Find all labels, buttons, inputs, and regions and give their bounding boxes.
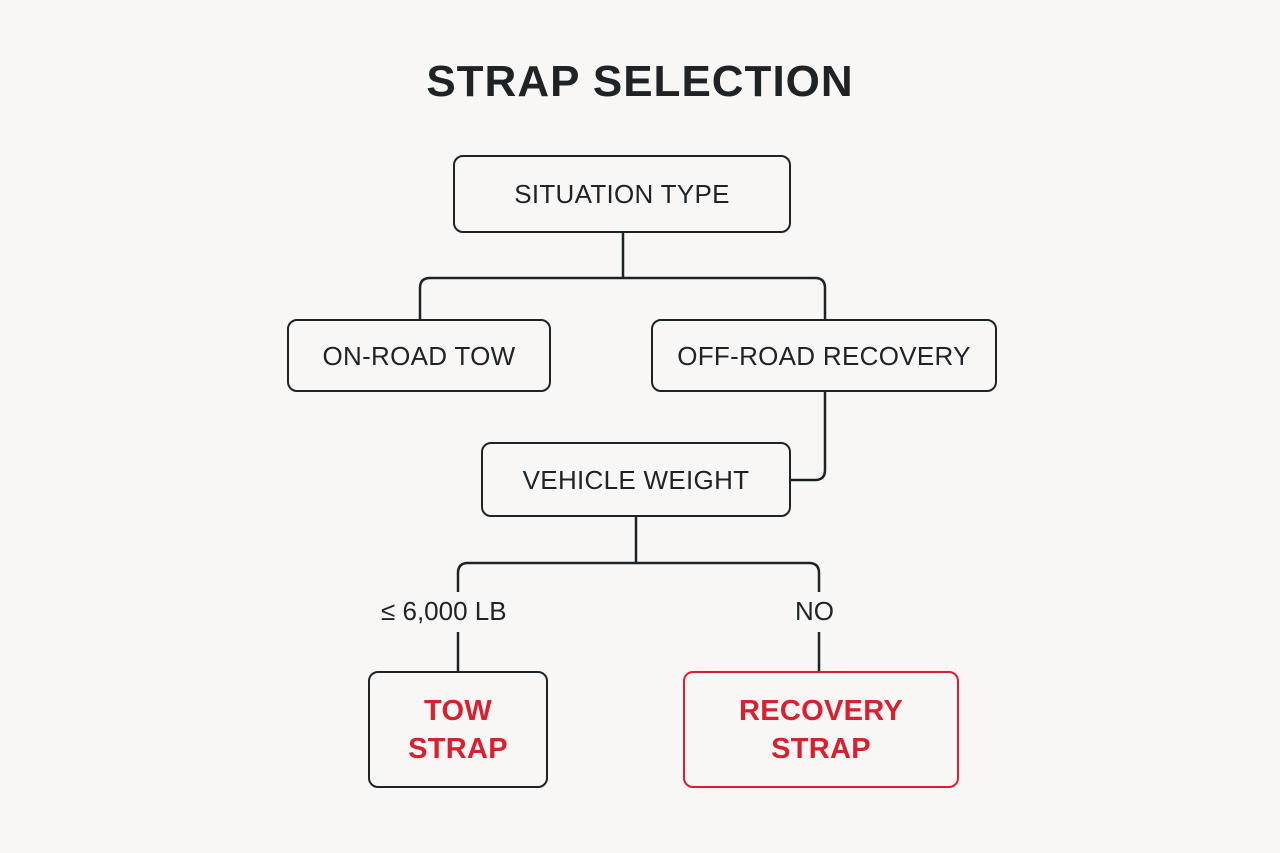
connector-situation-to-off-road (623, 276, 827, 320)
edge-label-weight-yes: ≤ 6,000 LB (381, 596, 507, 626)
node-vehicle-weight: VEHICLE WEIGHT (481, 442, 791, 517)
diagram-title: STRAP SELECTION (426, 57, 854, 106)
connector-situation-to-on-road (418, 276, 623, 320)
node-on-road-tow: ON-ROAD TOW (287, 319, 551, 392)
node-recovery-strap: RECOVERY STRAP (683, 671, 959, 788)
connector-weight-to-tow (456, 561, 636, 592)
connector-weight-to-recovery (636, 561, 821, 592)
connector-off-road-to-weight (790, 391, 827, 482)
node-situation-type: SITUATION TYPE (453, 155, 791, 233)
node-off-road-recovery: OFF-ROAD RECOVERY (651, 319, 997, 392)
edge-label-weight-no: NO (795, 596, 834, 626)
node-tow-strap: TOW STRAP (368, 671, 548, 788)
